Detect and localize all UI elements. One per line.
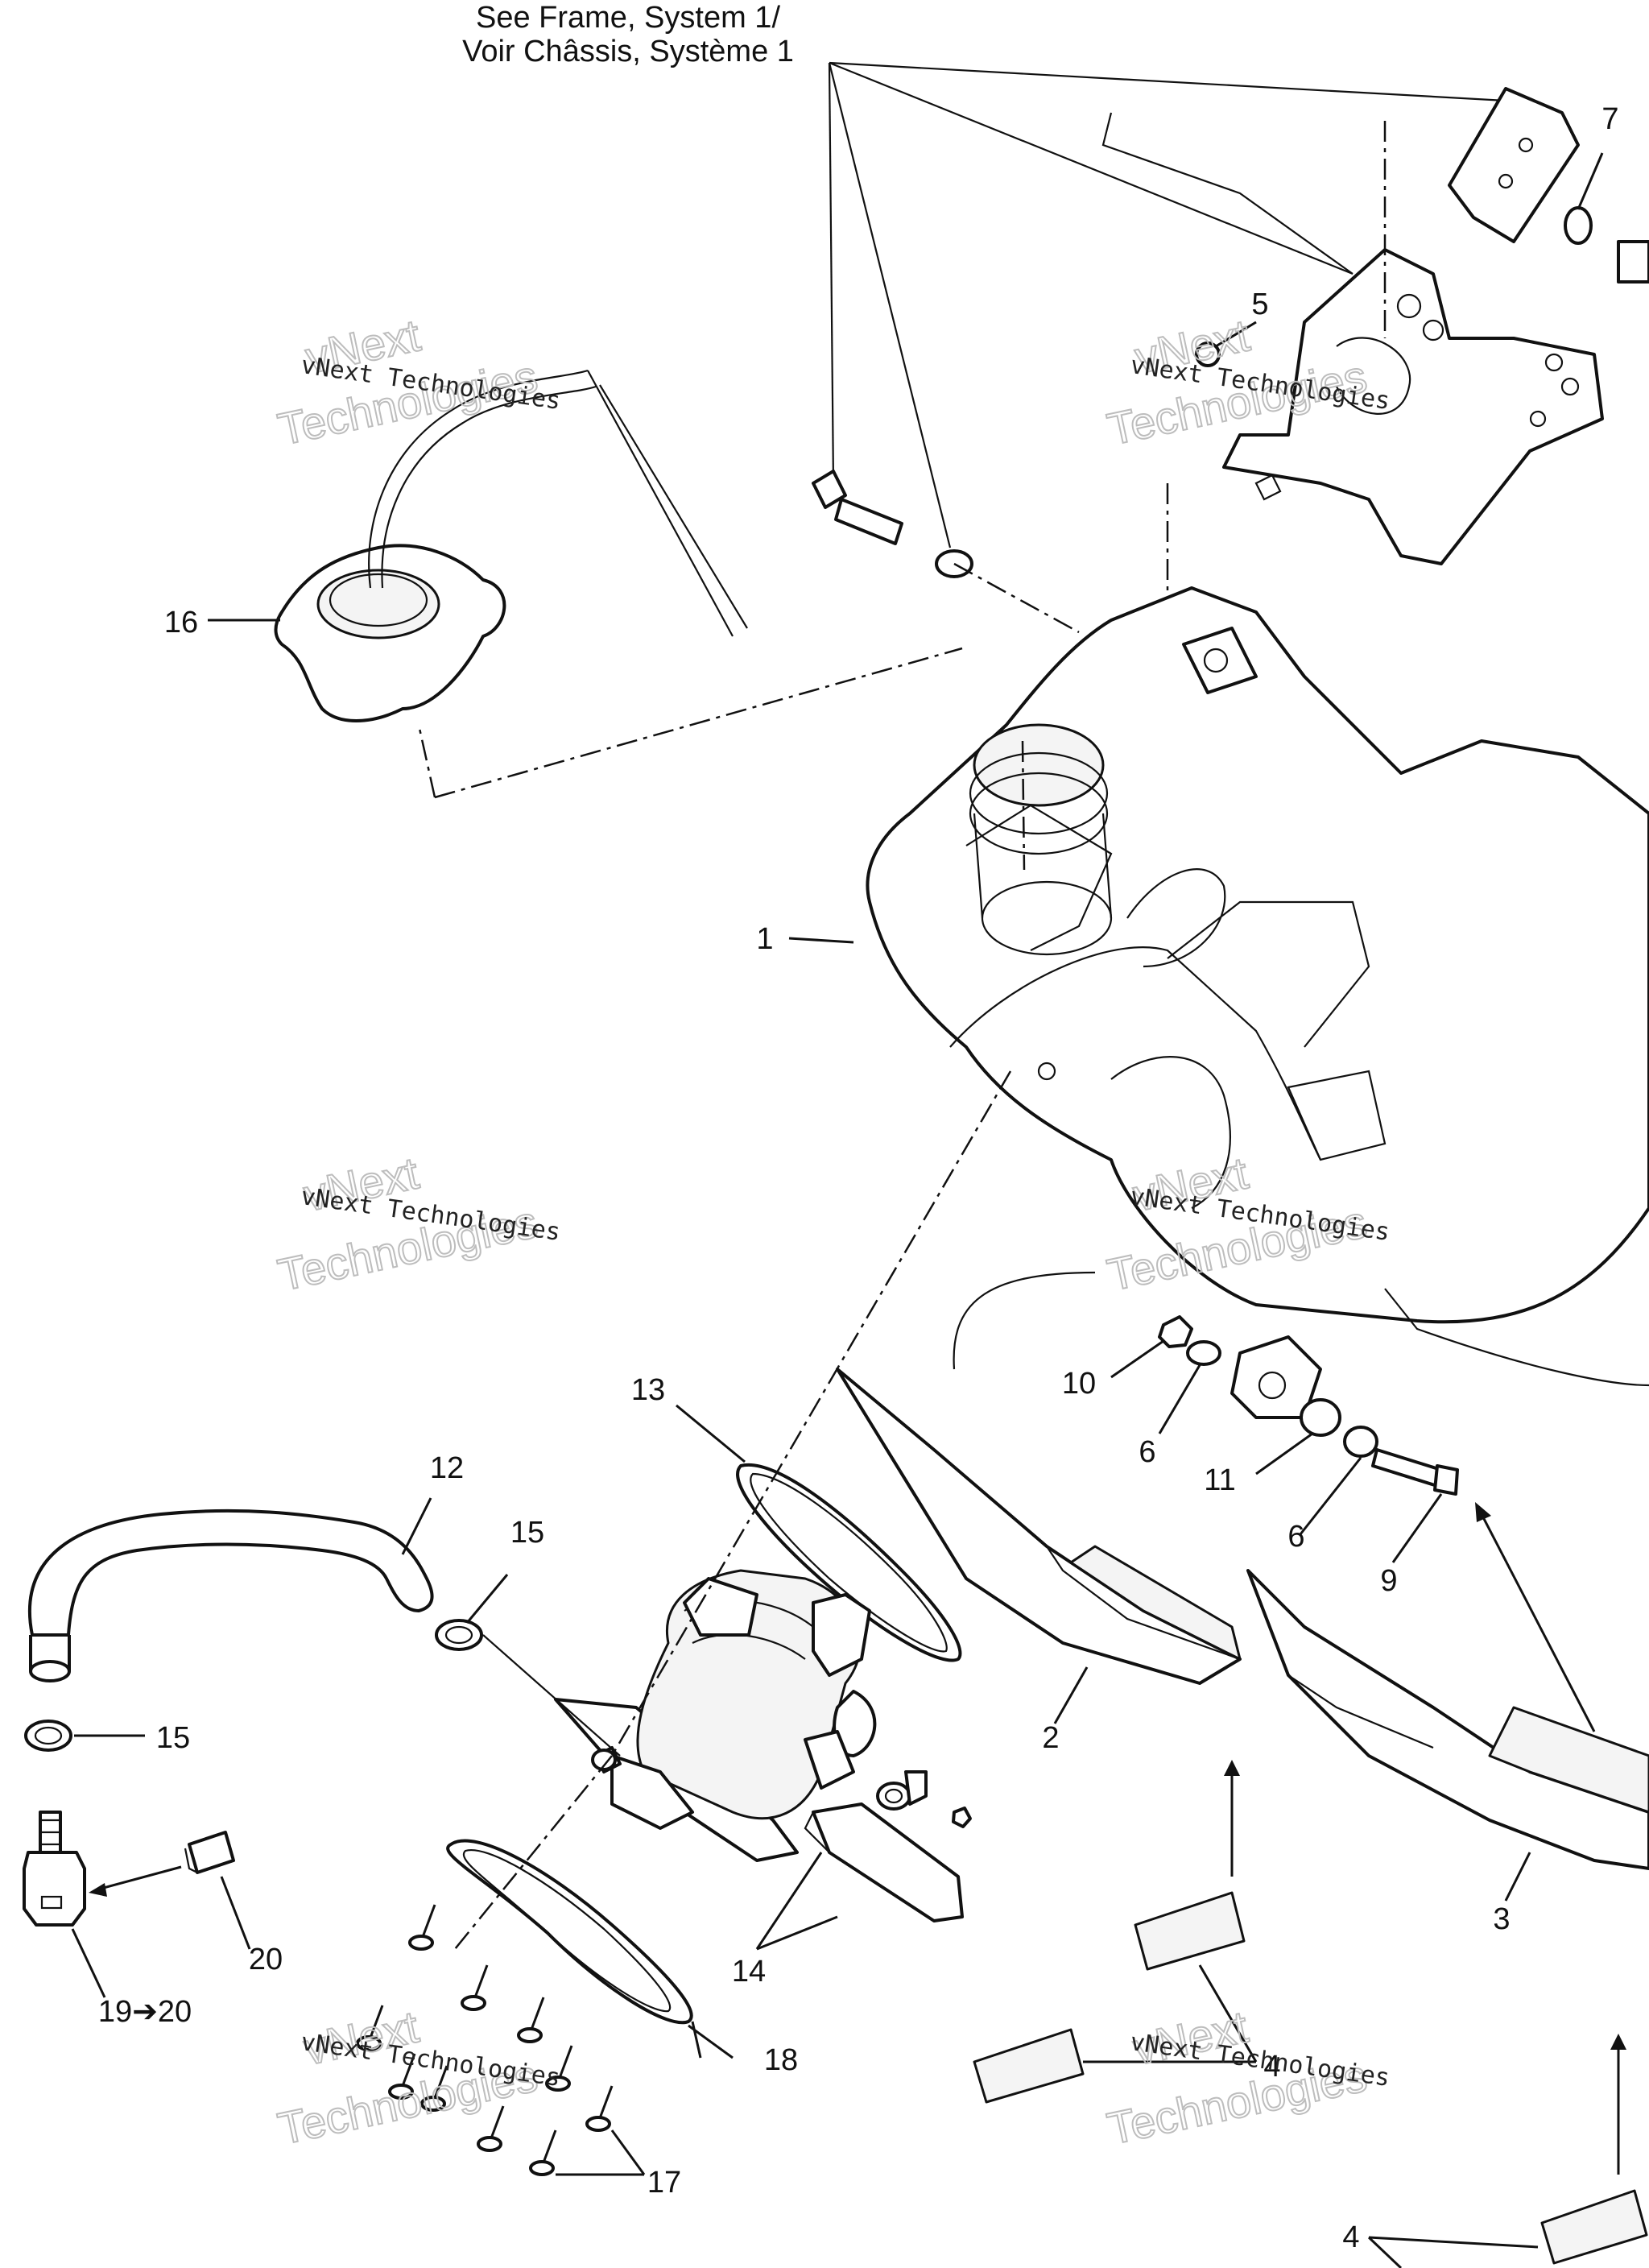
foam-pad	[804, 1802, 964, 1922]
callout-labels: 1 2 3 4 4 5 6 6 7 9 10 11 12 13 14 15 15…	[98, 102, 1619, 2254]
gasket-13	[736, 1463, 962, 1662]
callout-3: 3	[1493, 1902, 1510, 1936]
direction-arrows	[1224, 1502, 1626, 2175]
callout-9: 9	[1380, 1564, 1397, 1598]
callout-13: 13	[631, 1373, 665, 1407]
heat-shield-2	[836, 1271, 1242, 1685]
part-7-hardware	[1448, 87, 1649, 284]
callout-6-a: 6	[1139, 1435, 1155, 1469]
callout-5: 5	[1251, 288, 1268, 321]
callout-4-a: 4	[1263, 2050, 1280, 2084]
assembly-centerlines	[454, 1070, 1012, 1950]
bolt-top	[812, 470, 1080, 634]
callout-15-b: 15	[156, 1721, 190, 1755]
fuel-tank	[866, 586, 1649, 1387]
quick-connector-19	[23, 1811, 86, 1927]
callout-19-20: 19➔20	[98, 1995, 192, 2029]
callout-7: 7	[1601, 102, 1618, 136]
callout-16: 16	[164, 606, 198, 639]
callout-17: 17	[647, 2166, 681, 2200]
callout-12: 12	[430, 1451, 464, 1485]
callout-6-b: 6	[1287, 1520, 1304, 1554]
callout-14: 14	[732, 1955, 766, 1989]
retaining-clip-20	[89, 1831, 235, 1897]
fuel-pump-14	[554, 1569, 877, 1862]
hose-clamps-15	[24, 1619, 483, 1752]
header-line-2: Voir Châssis, Système 1	[462, 35, 794, 68]
callout-18: 18	[764, 2043, 798, 2077]
screws-17	[356, 1904, 614, 2176]
mounting-bracket	[1222, 248, 1604, 565]
part-5-nut	[1166, 121, 1387, 709]
callout-15-a: 15	[510, 1516, 544, 1550]
frame-reference-lines	[828, 61, 1506, 548]
heat-shield-3	[1246, 1569, 1649, 1870]
callout-4-b: 4	[1342, 2220, 1359, 2254]
fuel-cap	[274, 369, 963, 799]
leader-lines	[71, 152, 1604, 2268]
callout-11: 11	[1204, 1463, 1235, 1497]
fuel-hose-12	[27, 1509, 434, 1682]
pump-clamp	[876, 1770, 972, 1828]
tank-mount-hardware	[1158, 1315, 1459, 1496]
callout-2: 2	[1042, 1721, 1059, 1755]
callout-1: 1	[756, 922, 773, 956]
adhesive-pads-4	[973, 1891, 1648, 2265]
callout-20: 20	[249, 1943, 283, 1976]
header-line-1: See Frame, System 1/	[476, 1, 780, 35]
callout-10: 10	[1062, 1367, 1096, 1401]
gasket-18	[446, 1839, 693, 2025]
